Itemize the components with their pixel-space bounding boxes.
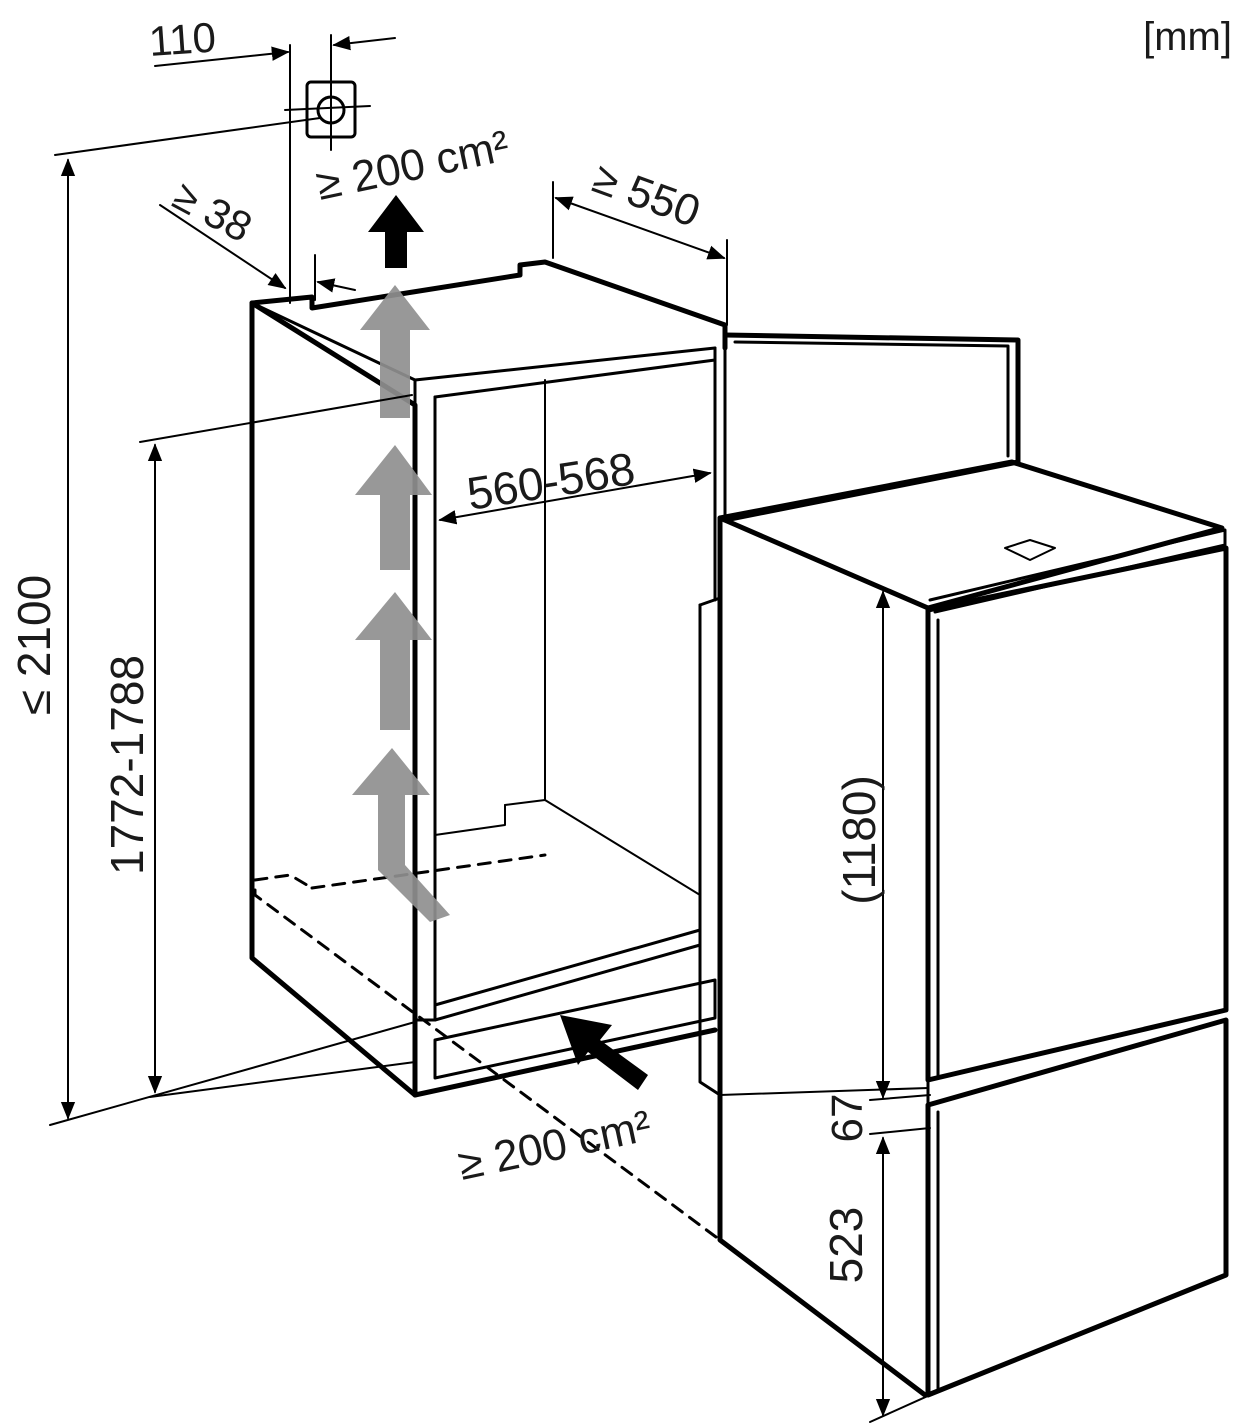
label-top-vent-area: ≥ 200 cm² bbox=[312, 121, 513, 210]
refrigerator-appliance bbox=[698, 459, 1229, 1398]
vent-grille-icon bbox=[284, 34, 371, 151]
cabinet-niche bbox=[249, 259, 728, 1242]
airflow-arrow-1 bbox=[360, 285, 430, 418]
bottom-vent-arrow bbox=[560, 1015, 648, 1090]
dimension-lines bbox=[49, 36, 931, 1423]
label-vent-offset: 110 bbox=[147, 13, 217, 65]
label-bottom-vent-area: ≥ 200 cm² bbox=[454, 1101, 655, 1190]
label-door-gap: 67 bbox=[823, 1094, 872, 1143]
top-vent-arrow bbox=[368, 195, 424, 268]
label-depth: ≥ 550 bbox=[587, 153, 707, 237]
airflow-arrow-2 bbox=[355, 445, 432, 570]
label-niche-height: 1772-1788 bbox=[101, 655, 153, 875]
airflow-arrow-4 bbox=[352, 748, 450, 922]
cabinet-door-panel bbox=[722, 332, 1021, 523]
vent-arrows bbox=[368, 195, 648, 1090]
airflow-arrow-3 bbox=[355, 592, 432, 730]
label-max-height: ≤ 2100 bbox=[8, 575, 60, 715]
label-upper-door: (1180) bbox=[833, 775, 885, 905]
label-lower-door: 523 bbox=[820, 1207, 872, 1284]
airflow-arrows bbox=[352, 285, 450, 922]
unit-label: [mm] bbox=[1143, 15, 1232, 59]
label-niche-width: 560-568 bbox=[463, 442, 638, 520]
